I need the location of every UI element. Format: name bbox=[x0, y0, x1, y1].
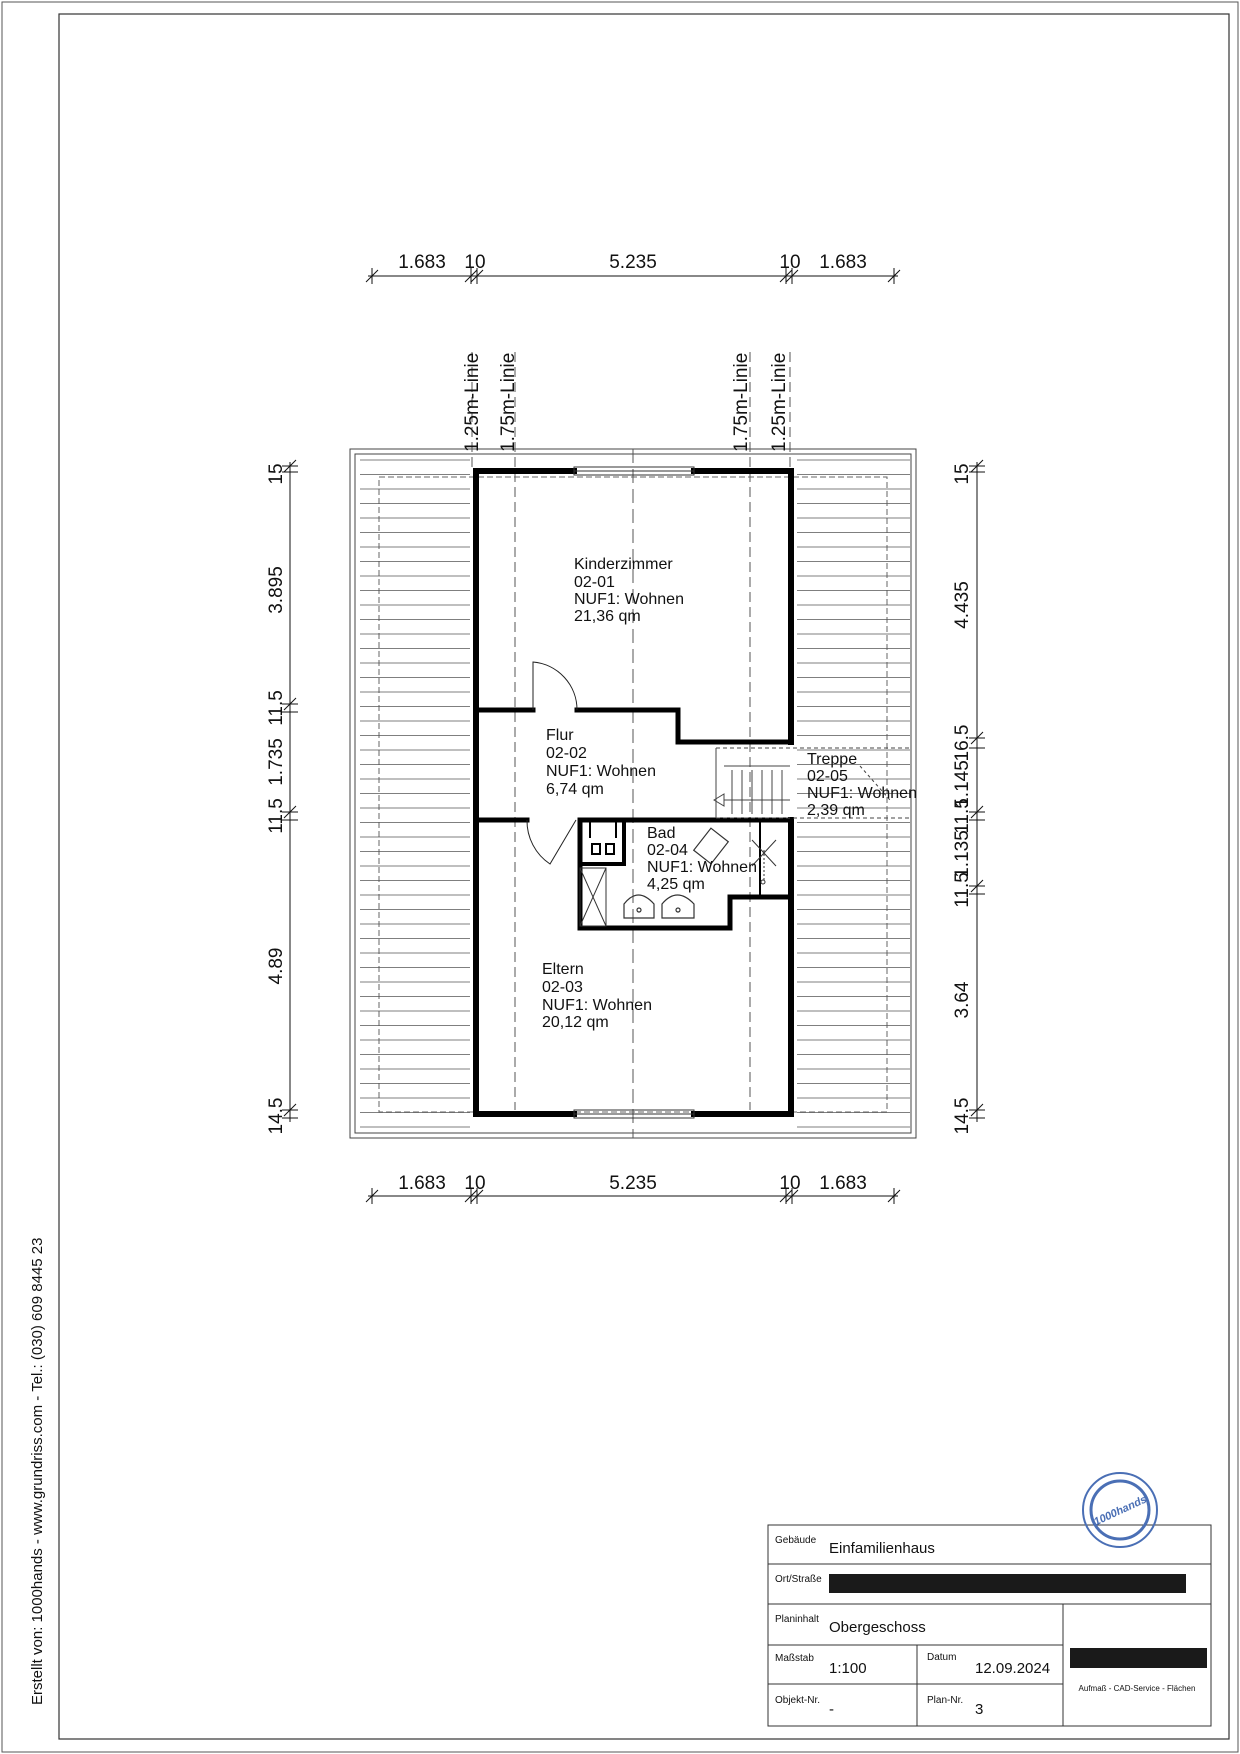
ort-label: Ort/Straße bbox=[775, 1574, 822, 1585]
dim-bottom-2: 10 bbox=[464, 1173, 485, 1194]
room-number: 02-01 bbox=[574, 574, 615, 591]
dim-left-5: 11.5 bbox=[266, 798, 287, 834]
datum-label: Datum bbox=[927, 1652, 956, 1663]
room-area: 6,74 qm bbox=[546, 781, 604, 798]
doors bbox=[526, 661, 578, 865]
washbasins bbox=[623, 894, 695, 919]
shower bbox=[579, 867, 607, 927]
height-line-label-3: 1.75m-Linie bbox=[731, 353, 752, 452]
dim-right-6: 1.135 bbox=[952, 830, 973, 878]
room-area: 2,39 qm bbox=[807, 802, 865, 819]
company-stamp: 1000hands bbox=[1082, 1472, 1158, 1548]
massstab-label: Maßstab bbox=[775, 1653, 814, 1664]
gebaeude-label: Gebäude bbox=[775, 1535, 817, 1546]
dim-left-2: 3.895 bbox=[266, 566, 287, 614]
objekt-label: Objekt-Nr. bbox=[775, 1695, 820, 1706]
room-bad: Bad 02-04 NUF1: Wohnen 4,25 qm bbox=[647, 825, 757, 893]
room-number: 02-04 bbox=[647, 842, 688, 859]
dim-top-1: 1.683 bbox=[398, 252, 446, 273]
room-name: Kinderzimmer bbox=[574, 556, 673, 573]
room-use: NUF1: Wohnen bbox=[807, 785, 917, 802]
room-eltern: Eltern 02-03 NUF1: Wohnen 20,12 qm bbox=[542, 961, 652, 1031]
chimney bbox=[578, 818, 626, 866]
title-block bbox=[767, 1524, 1212, 1727]
room-treppe: Treppe 02-05 NUF1: Wohnen 2,39 qm bbox=[807, 751, 917, 819]
room-area: 21,36 qm bbox=[574, 608, 641, 625]
dim-right-5: 11.5 bbox=[952, 798, 973, 834]
room-name: Bad bbox=[647, 825, 675, 842]
room-use: NUF1: Wohnen bbox=[542, 997, 652, 1014]
dim-right-4: 1.145 bbox=[952, 760, 973, 808]
dim-bottom-3: 5.235 bbox=[609, 1173, 657, 1194]
staircase bbox=[713, 747, 910, 819]
dim-bottom-1: 1.683 bbox=[398, 1173, 446, 1194]
dim-left-1: 15 bbox=[266, 463, 287, 484]
room-kinderzimmer: Kinderzimmer 02-01 NUF1: Wohnen 21,36 qm bbox=[574, 556, 684, 625]
bottom-dimension-chain bbox=[365, 1188, 901, 1204]
room-number: 02-05 bbox=[807, 768, 848, 785]
room-number: 02-03 bbox=[542, 979, 583, 996]
company-logo-redaction bbox=[1070, 1648, 1207, 1668]
gebaeude-value: Einfamilienhaus bbox=[829, 1540, 935, 1557]
height-line-label-1: 1.25m-Linie bbox=[462, 353, 483, 452]
datum-value: 12.09.2024 bbox=[975, 1660, 1050, 1677]
dim-top-3: 5.235 bbox=[609, 252, 657, 273]
room-use: NUF1: Wohnen bbox=[546, 763, 656, 780]
stamp-logo-text: 1000hands bbox=[1092, 1493, 1149, 1528]
top-dimension-chain bbox=[365, 268, 901, 284]
planinhalt-value: Obergeschoss bbox=[829, 1619, 926, 1636]
dim-left-3: 11.5 bbox=[266, 690, 287, 726]
room-flur: Flur 02-02 NUF1: Wohnen 6,74 qm bbox=[546, 727, 656, 798]
height-lines bbox=[471, 352, 791, 1138]
room-area: 20,12 qm bbox=[542, 1014, 609, 1031]
dim-top-2: 10 bbox=[464, 252, 485, 273]
dim-right-9: 14.5 bbox=[952, 1098, 973, 1135]
windows bbox=[573, 466, 695, 1119]
dim-right-7: 11.5 bbox=[952, 872, 973, 908]
planinhalt-label: Planinhalt bbox=[775, 1614, 819, 1625]
dim-right-8: 3.64 bbox=[952, 981, 973, 1018]
ort-redaction bbox=[829, 1574, 1186, 1593]
left-dimension-chain bbox=[282, 459, 298, 1122]
room-name: Flur bbox=[546, 727, 574, 744]
room-name: Eltern bbox=[542, 961, 584, 978]
right-dimension-chain bbox=[969, 459, 985, 1122]
roof-hatching-left bbox=[360, 459, 470, 1128]
dim-right-1: 15 bbox=[952, 463, 973, 484]
plan-label: Plan-Nr. bbox=[927, 1695, 963, 1706]
dim-left-7: 14.5 bbox=[266, 1098, 287, 1135]
plan-value: 3 bbox=[975, 1701, 983, 1718]
creator-info-text: Erstellt von: 1000hands - www.grundriss.… bbox=[29, 1238, 46, 1705]
room-name: Treppe bbox=[807, 751, 857, 768]
dim-right-2: 4.435 bbox=[952, 581, 973, 629]
room-use: NUF1: Wohnen bbox=[647, 859, 757, 876]
inner-frame bbox=[58, 13, 1230, 1740]
dim-left-4: 1.735 bbox=[266, 738, 287, 786]
dim-bottom-4: 10 bbox=[779, 1173, 800, 1194]
objekt-value: - bbox=[829, 1701, 834, 1718]
dim-left-6: 4.89 bbox=[266, 948, 287, 985]
dim-top-4: 10 bbox=[779, 252, 800, 273]
height-line-label-4: 1.25m-Linie bbox=[769, 353, 790, 452]
ventilation-symbol bbox=[751, 839, 777, 885]
dim-top-5: 1.683 bbox=[819, 252, 867, 273]
walls bbox=[473, 468, 794, 1117]
room-use: NUF1: Wohnen bbox=[574, 591, 684, 608]
room-number: 02-02 bbox=[546, 745, 587, 762]
dim-bottom-5: 1.683 bbox=[819, 1173, 867, 1194]
company-tagline: Aufmaß - CAD-Service - Flächen bbox=[1079, 1684, 1196, 1693]
height-line-label-2: 1.75m-Linie bbox=[498, 353, 519, 452]
dim-right-3: 16.5 bbox=[952, 725, 973, 762]
massstab-value: 1:100 bbox=[829, 1660, 867, 1677]
toilet bbox=[692, 827, 730, 865]
roof-hatching-right bbox=[797, 459, 910, 1128]
room-area: 4,25 qm bbox=[647, 876, 705, 893]
